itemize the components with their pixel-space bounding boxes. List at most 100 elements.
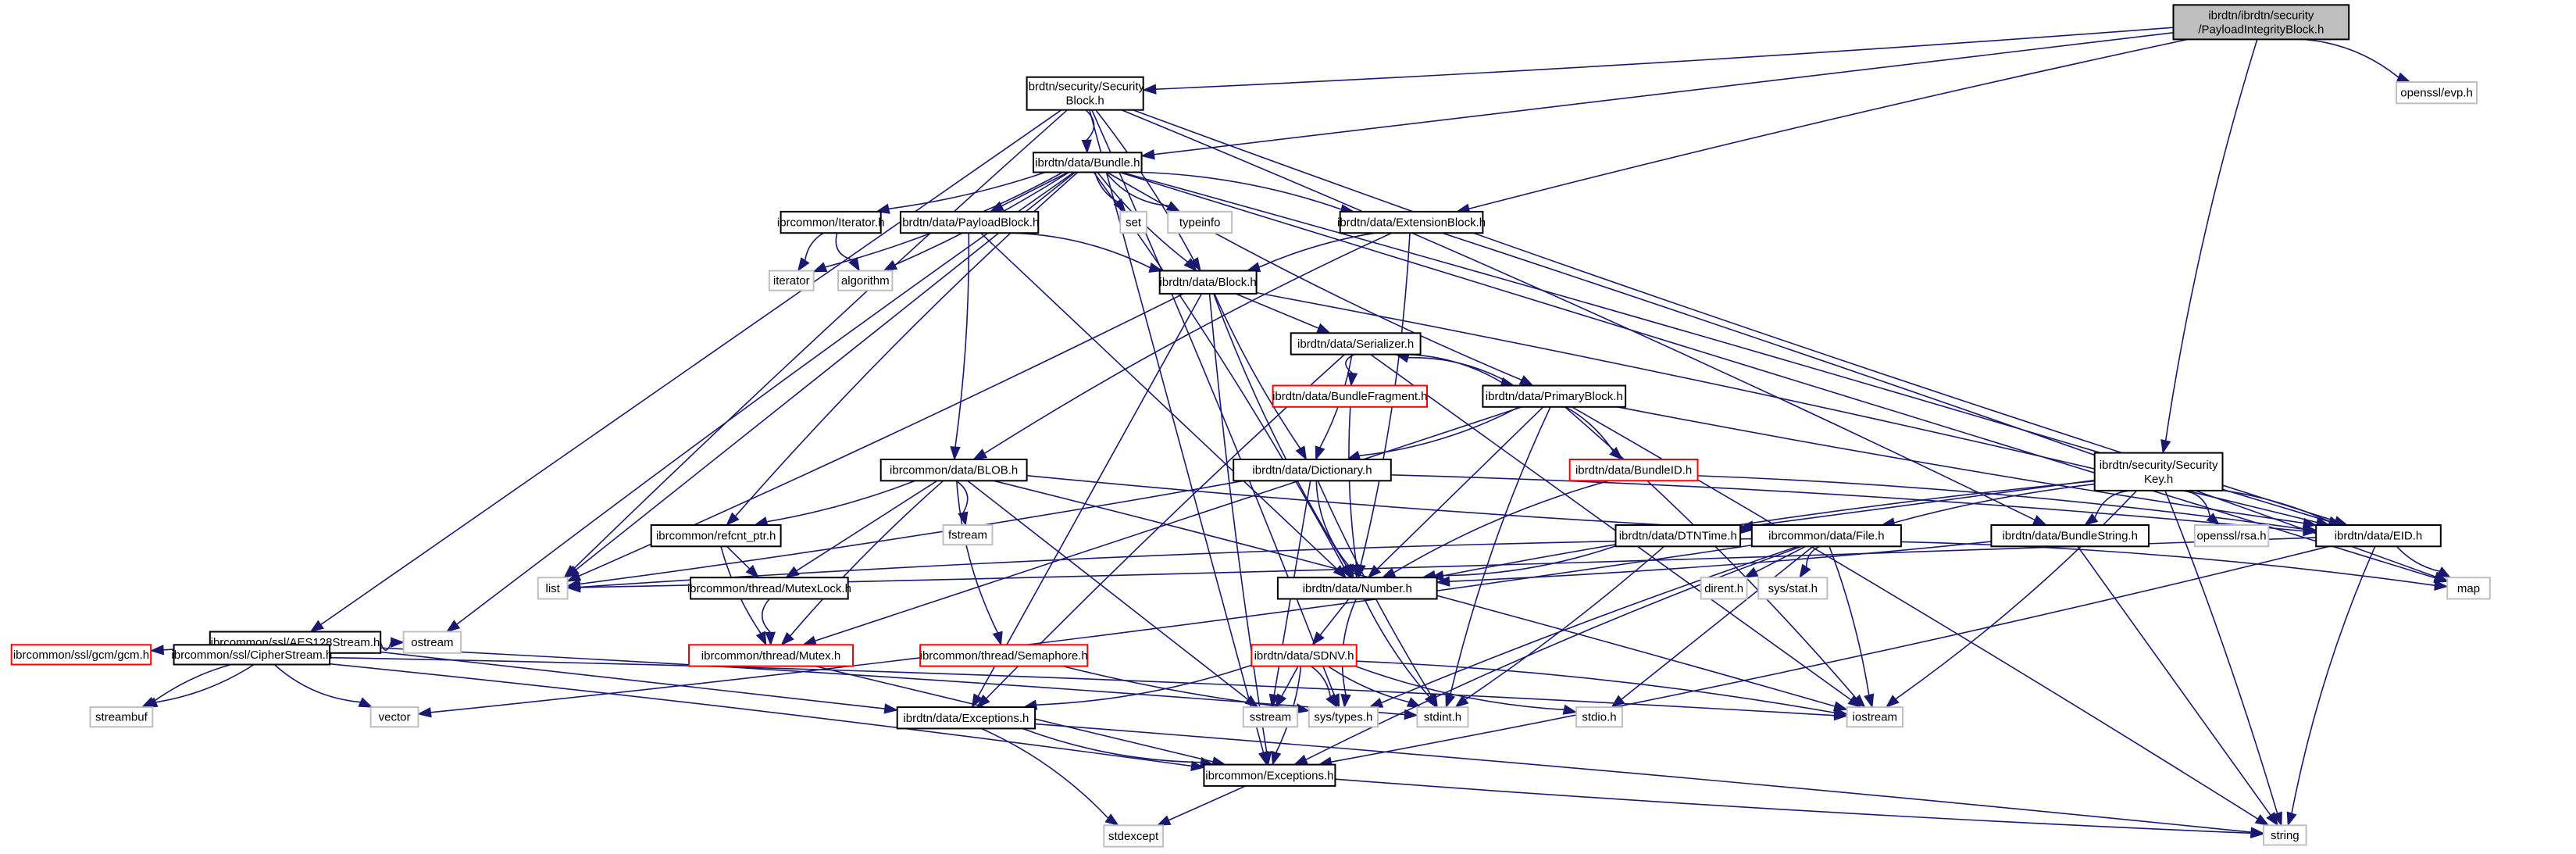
node-serializer[interactable]: ibrdtn/data/Serializer.h: [1290, 332, 1422, 356]
node-label: ostream: [411, 636, 453, 649]
node-mutexlock[interactable]: ibrcommon/thread/MutexLock.h: [687, 577, 851, 600]
node-sdnv[interactable]: ibrdtn/data/SDNV.h: [1251, 644, 1358, 667]
edge-secblock-to-list: [573, 109, 1069, 570]
arrowhead-bfrag-to-number: [1350, 564, 1362, 579]
arrowhead-block-to-dict: [1295, 445, 1308, 461]
node-label: openssl/evp.h: [2400, 87, 2473, 100]
arrowhead-blob-to-mutex: [780, 631, 794, 646]
node-label: ibrcommon/Exceptions.h: [1205, 769, 1333, 782]
node-dict[interactable]: ibrdtn/data/Dictionary.h: [1233, 459, 1392, 482]
node-label: ibrcommon/thread/Semaphore.h: [920, 649, 1088, 663]
edge-secblock-to-aes: [320, 109, 1062, 626]
arrowhead-number-to-systypes: [1340, 693, 1351, 709]
edge-blob-to-mutexlock: [796, 480, 938, 572]
node-box: [1276, 577, 1438, 600]
edge-payloadblock-to-block: [1011, 232, 1151, 269]
node-box: [899, 210, 1040, 234]
node-label: ibrdtn/data/SDNV.h: [1254, 649, 1354, 663]
node-label: iostream: [1853, 711, 1898, 724]
node-label: ibrdtn/data/EID.h: [2335, 530, 2423, 543]
edge-blob-to-fstream: [955, 480, 969, 513]
node-cipher[interactable]: ibrcommon/ssl/CipherStream.h: [171, 644, 332, 666]
edge-primary-to-dict: [1358, 406, 1520, 457]
node-label: stdint.h: [1424, 711, 1461, 724]
node-semaphore[interactable]: ibrcommon/thread/Semaphore.h: [919, 644, 1089, 667]
node-box: [1990, 524, 2150, 548]
edge-block-to-cexc: [1208, 293, 1268, 752]
node-blob[interactable]: ibrcommon/data/BLOB.h: [879, 459, 1028, 482]
node-iteratorh[interactable]: ibrcommon/Iterator.h: [777, 210, 885, 234]
node-box: [2193, 524, 2270, 548]
arrowhead-file-to-systypes: [1368, 698, 1384, 708]
node-eid[interactable]: ibrdtn/data/EID.h: [2315, 524, 2442, 548]
edge-bundle-to-iteratorh: [888, 171, 1046, 210]
node-extblock[interactable]: ibrdtn/data/ExtensionBlock.h: [1337, 210, 1486, 234]
arrowhead-file-to-map: [2434, 580, 2449, 591]
node-box: [369, 706, 419, 728]
node-label: ibrdtn/data/ExtensionBlock.h: [1337, 216, 1486, 230]
node-label: dirent.h: [1704, 582, 1743, 595]
edge-pib-to-bundle: [1154, 31, 2174, 155]
edge-pib-to-seckey: [2164, 39, 2258, 441]
node-box: [2446, 577, 2491, 600]
node-box: [1233, 459, 1392, 482]
arrowhead-seckey-to-iostream: [1885, 695, 1900, 709]
arrowhead-dtntime-to-stdint: [1454, 695, 1469, 708]
node-file[interactable]: ibrcommon/data/File.h: [1750, 524, 1902, 548]
edge-file-to-systypes: [1381, 545, 1799, 704]
edge-pib-to-extblock: [1468, 38, 2189, 210]
node-payloadblock[interactable]: ibrdtn/data/PayloadBlock.h: [899, 210, 1040, 234]
node-primary[interactable]: ibrdtn/data/PrimaryBlock.h: [1482, 384, 1627, 408]
arrowhead-dexc-to-stdexcept: [1104, 813, 1119, 827]
edge-blob-to-sstream: [967, 480, 1249, 700]
node-pib[interactable]: ibrdtn/ibrdtn/security/PayloadIntegrityB…: [2172, 4, 2350, 41]
node-bundleid[interactable]: ibrdtn/data/BundleID.h: [1568, 459, 1699, 482]
edge-dict-to-number: [1315, 481, 1350, 566]
node-dexc[interactable]: ibrdtn/data/Exceptions.h: [896, 706, 1036, 730]
arrowhead-secblock-to-bundle: [1081, 139, 1092, 154]
arrowhead-refcnt-to-mutexlock: [745, 564, 760, 579]
node-box: [879, 459, 1028, 482]
node-label: ibrdtn/security/Security: [1026, 80, 1144, 94]
node-box: [2172, 4, 2350, 41]
node-bundle[interactable]: ibrdtn/data/Bundle.h: [1033, 152, 1143, 173]
edge-file-to-vector: [430, 544, 1752, 713]
edge-secblock-to-cexc: [1089, 109, 1265, 753]
edge-cexc-to-stdexcept: [1168, 785, 1247, 821]
node-gcm[interactable]: ibrcommon/ssl/gcm/gcm.h: [10, 644, 152, 666]
edge-dexc-to-stdexcept: [980, 727, 1109, 819]
node-box: [1846, 706, 1904, 728]
node-sysstat: sys/stat.h: [1757, 577, 1829, 600]
node-bstring[interactable]: ibrdtn/data/BundleString.h: [1990, 524, 2150, 548]
edge-dict-to-list: [580, 480, 1244, 585]
edge-semaphore-to-systypes: [1062, 665, 1297, 709]
node-bfrag[interactable]: ibrdtn/data/BundleFragment.h: [1272, 384, 1428, 408]
node-refcnt[interactable]: ibrcommon/refcnt_ptr.h: [650, 524, 782, 548]
node-box: [780, 210, 882, 234]
arrowhead-aes-to-gcm: [149, 645, 165, 656]
arrowhead-aes-to-stdint: [1404, 709, 1418, 720]
edge-extblock-to-blob: [984, 232, 1393, 455]
node-mutex[interactable]: ibrcommon/thread/Mutex.h: [688, 644, 854, 667]
edge-sdnv-to-stdint: [1327, 665, 1410, 703]
node-box: [1700, 577, 1748, 600]
edge-bundle-to-primary: [1107, 171, 1522, 381]
node-box: [1119, 210, 1147, 234]
node-cexc[interactable]: ibrcommon/Exceptions.h: [1203, 763, 1336, 787]
node-label: stdexcept: [1108, 830, 1159, 843]
arrowhead-blob-to-sstream: [1244, 695, 1259, 708]
node-label: fstream: [948, 529, 987, 542]
arrowhead-primary-to-mutex: [801, 635, 818, 646]
node-label: ibrdtn/data/BundleString.h: [2002, 530, 2137, 543]
arrowhead-sdnv-to-systypes: [1325, 693, 1338, 709]
node-box: [1482, 384, 1627, 408]
node-block[interactable]: ibrdtn/data/Block.h: [1158, 270, 1258, 295]
node-list: list: [537, 577, 569, 600]
node-dtntime[interactable]: ibrdtn/data/DTNTime.h: [1614, 524, 1742, 548]
node-box: [919, 644, 1089, 667]
node-number[interactable]: ibrdtn/data/Number.h: [1276, 577, 1438, 600]
arrowhead-number-to-sdnv: [1311, 631, 1325, 646]
